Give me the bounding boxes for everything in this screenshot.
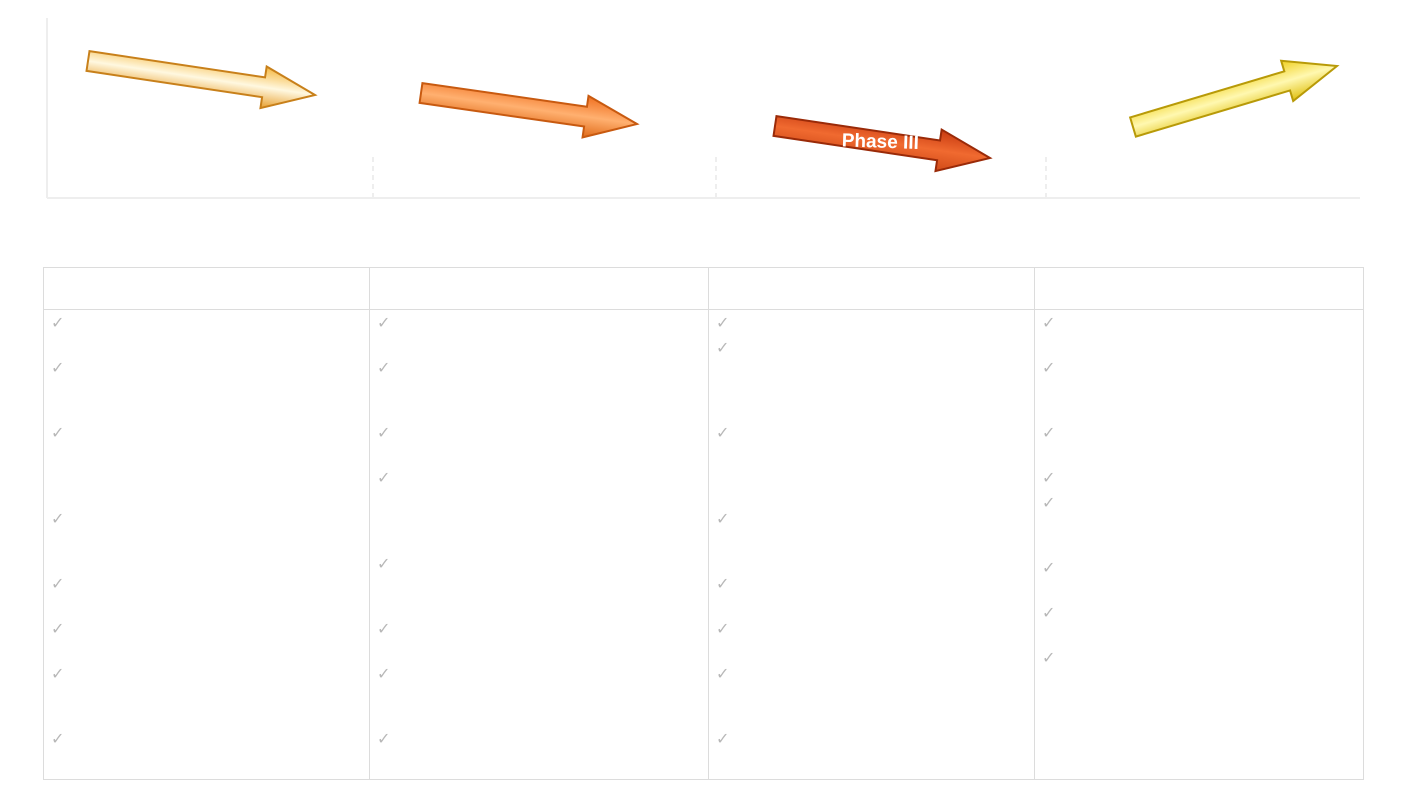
check-icon: ✓ [716,511,730,528]
arrow-shape [85,49,318,110]
check-icon: ✓ [51,360,65,377]
check-icon: ✓ [51,621,65,638]
check-icon: ✓ [51,666,65,683]
phase-arrow [1128,59,1340,138]
check-icon: ✓ [377,621,391,638]
column-divider [1034,268,1035,779]
check-icon: ✓ [377,315,391,332]
check-icon: ✓ [51,511,65,528]
check-icon: ✓ [1042,495,1056,512]
column-divider [708,268,709,779]
check-icon: ✓ [716,315,730,332]
check-icon: ✓ [716,576,730,593]
phase-table: ✓ ✓ ✓ ✓ ✓ ✓ ✓ ✓ ✓ ✓ ✓ ✓ ✓ ✓ ✓ ✓ ✓ ✓ ✓ ✓ ✓ ✓ ✓ ✓ ✓ ✓ ✓ ✓ ✓ ✓ ✓ ✓ [43,267,1364,780]
phase-arrow: Phase III [772,114,993,173]
check-icon: ✓ [377,556,391,573]
arrow-shape [772,114,993,173]
phase-diagram: Phase III [46,18,1360,199]
arrow-shape [1128,59,1340,138]
arrow-shape [418,81,640,139]
check-icon: ✓ [51,576,65,593]
check-icon: ✓ [51,315,65,332]
phase-arrow [85,49,318,110]
phase-arrow [418,81,640,139]
check-icon: ✓ [1042,470,1056,487]
check-icon: ✓ [1042,560,1056,577]
check-icon: ✓ [377,470,391,487]
check-icon: ✓ [51,425,65,442]
check-icon: ✓ [377,731,391,748]
check-icon: ✓ [1042,360,1056,377]
check-icon: ✓ [1042,605,1056,622]
check-icon: ✓ [716,666,730,683]
check-icon: ✓ [377,425,391,442]
check-icon: ✓ [1042,315,1056,332]
check-icon: ✓ [377,360,391,377]
check-icon: ✓ [716,425,730,442]
check-icon: ✓ [716,731,730,748]
check-icon: ✓ [1042,650,1056,667]
check-icon: ✓ [377,666,391,683]
axes [46,18,1360,199]
check-icon: ✓ [51,731,65,748]
table-header-row [44,268,1363,310]
check-icon: ✓ [1042,425,1056,442]
check-icon: ✓ [716,340,730,357]
column-divider [369,268,370,779]
phase-label: Phase III [841,130,919,154]
check-icon: ✓ [716,621,730,638]
